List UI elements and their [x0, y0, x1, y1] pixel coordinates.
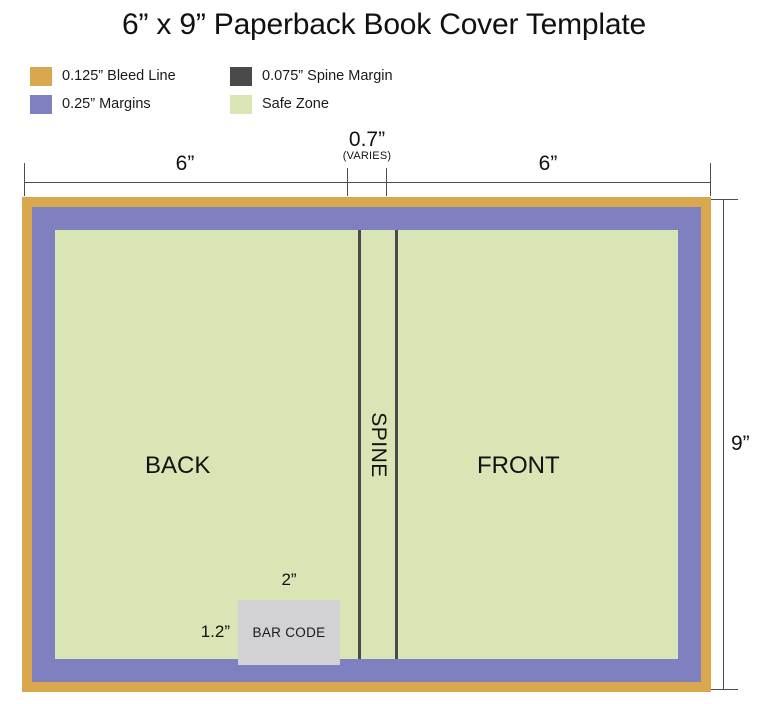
top-dimension-tick-left	[24, 163, 25, 196]
back-panel-label: BACK	[145, 452, 211, 479]
spine-width-label: 0.7”	[348, 128, 386, 151]
legend-item-label: 0.25” Margins	[62, 96, 151, 112]
height-label: 9”	[731, 432, 750, 455]
top-dimension-line	[24, 182, 711, 183]
spine-varies-note: (VARIES)	[342, 150, 392, 162]
margin-area: SPINE BACK FRONT 2” 1.2” BAR CODE	[32, 207, 701, 682]
height-dimension-line	[723, 199, 724, 690]
spine-dimension-tick-left	[347, 168, 348, 196]
top-dimension-tick-right	[710, 163, 711, 196]
bleed-area: SPINE BACK FRONT 2” 1.2” BAR CODE	[22, 197, 711, 692]
page-title: 6” x 9” Paperback Book Cover Template	[122, 8, 646, 41]
spine-panel-label-text: SPINE	[367, 411, 390, 478]
spine-margin-line-right	[395, 230, 398, 659]
barcode-placeholder: BAR CODE	[238, 600, 340, 665]
bleed-line-swatch	[30, 67, 52, 86]
height-dimension-tick-bottom	[708, 689, 738, 690]
spine-margin-line-left	[358, 230, 361, 659]
safe-zone-area: SPINE BACK FRONT 2” 1.2” BAR CODE	[55, 230, 678, 665]
barcode-label: BAR CODE	[252, 625, 326, 640]
spine-margin-swatch	[230, 67, 252, 86]
legend-item-label: 0.125” Bleed Line	[62, 68, 176, 84]
legend-item-label: 0.075” Spine Margin	[262, 68, 393, 84]
back-width-label: 6”	[175, 152, 195, 175]
front-width-label: 6”	[538, 152, 558, 175]
height-dimension-tick-top	[708, 199, 738, 200]
barcode-height-label: 1.2”	[200, 622, 230, 641]
spine-panel-label: SPINE	[358, 230, 398, 659]
safe-zone-swatch	[230, 95, 252, 114]
legend-item-label: Safe Zone	[262, 96, 329, 112]
front-panel-label: FRONT	[477, 452, 560, 479]
book-cover-template: SPINE BACK FRONT 2” 1.2” BAR CODE	[22, 197, 711, 692]
barcode-width-label: 2”	[281, 570, 297, 589]
spine-dimension-tick-right	[386, 168, 387, 196]
margins-swatch	[30, 95, 52, 114]
